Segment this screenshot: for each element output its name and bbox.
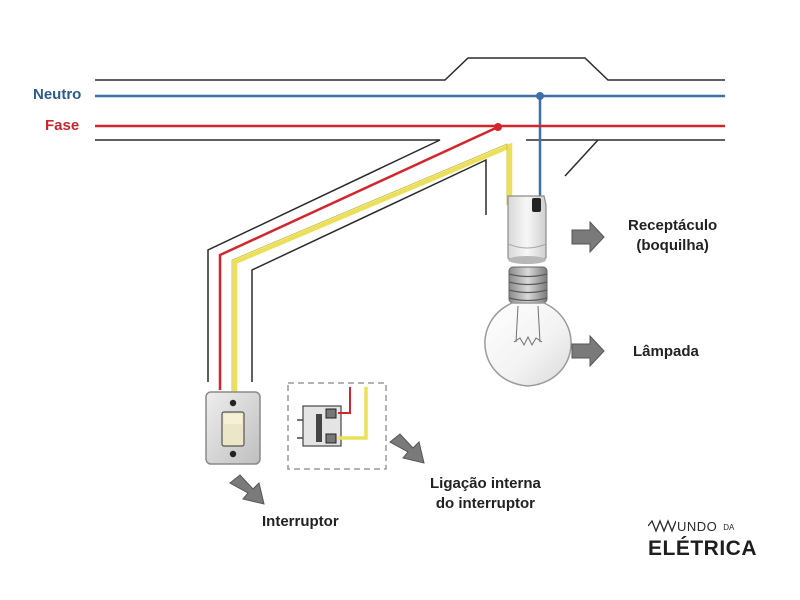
internal-phase-wire	[338, 387, 351, 414]
socket	[507, 195, 547, 264]
arrow-ligacao	[389, 433, 425, 464]
lamp-filament	[513, 305, 543, 347]
neutral-wire	[95, 94, 725, 200]
switch-screw-top	[229, 399, 237, 407]
label-ligacao: Ligação interna do interruptor	[430, 474, 541, 514]
label-receptaculo-line2: (boquilha)	[636, 237, 709, 254]
internal-return-wire	[338, 387, 368, 440]
label-neutro: Neutro	[33, 86, 82, 103]
arrow-receptaculo	[571, 220, 605, 254]
label-receptaculo: Receptáculo (boquilha)	[628, 216, 717, 256]
label-ligacao-line2: do interruptor	[435, 495, 535, 512]
neutral-junction	[536, 92, 544, 100]
logo-top-line: UNDO DA	[648, 516, 778, 536]
mundo-da-eletrica-logo: UNDO DA ELÉTRICA	[648, 516, 778, 561]
lamp	[484, 266, 572, 387]
label-receptaculo-line1: Receptáculo	[628, 217, 718, 234]
arrow-lampada	[571, 334, 605, 368]
switch-screw-bottom	[229, 450, 237, 458]
lamp-glass	[484, 302, 572, 387]
logo-word-da: DA	[723, 523, 735, 532]
conduit-outline	[95, 57, 725, 382]
label-fase: Fase	[45, 117, 80, 134]
wave-icon	[648, 519, 676, 533]
label-lampada: Lâmpada	[633, 343, 699, 360]
label-interruptor: Interruptor	[262, 513, 339, 530]
logo-word-eletrica: ELÉTRICA	[648, 537, 757, 560]
phase-junction	[494, 123, 502, 131]
switch	[205, 391, 261, 465]
return-wire	[232, 142, 513, 392]
logo-word-undo: UNDO	[677, 518, 718, 534]
label-ligacao-line1: Ligação interna	[430, 475, 541, 492]
return-wire-edge	[231, 143, 508, 392]
arrow-interruptor	[229, 474, 265, 505]
internal-connection-box	[287, 382, 387, 470]
phase-wire	[95, 124, 725, 390]
